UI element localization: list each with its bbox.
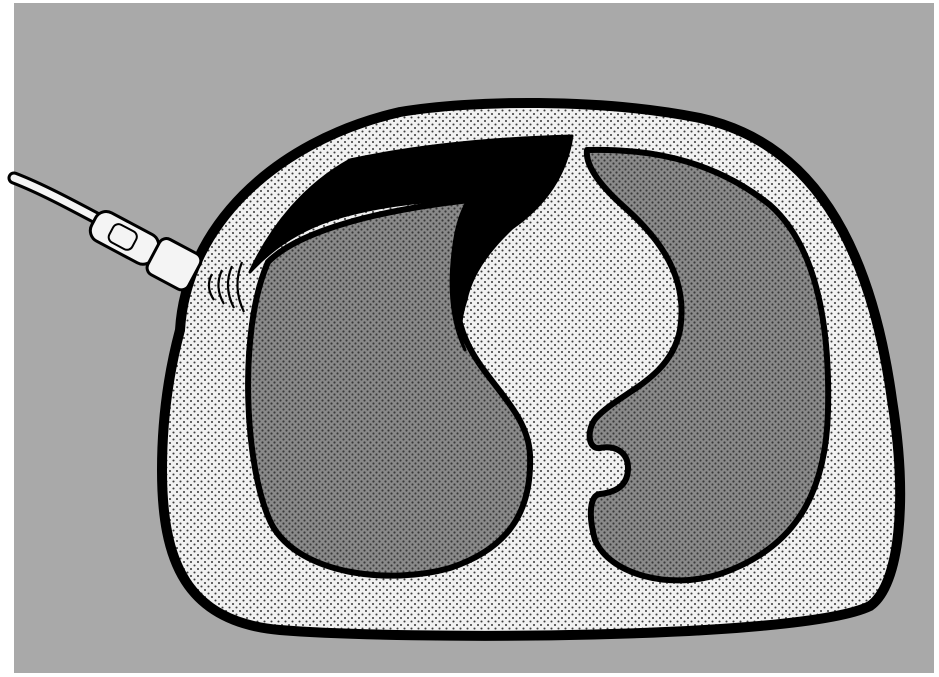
chest-cross-section-diagram [0, 0, 939, 677]
